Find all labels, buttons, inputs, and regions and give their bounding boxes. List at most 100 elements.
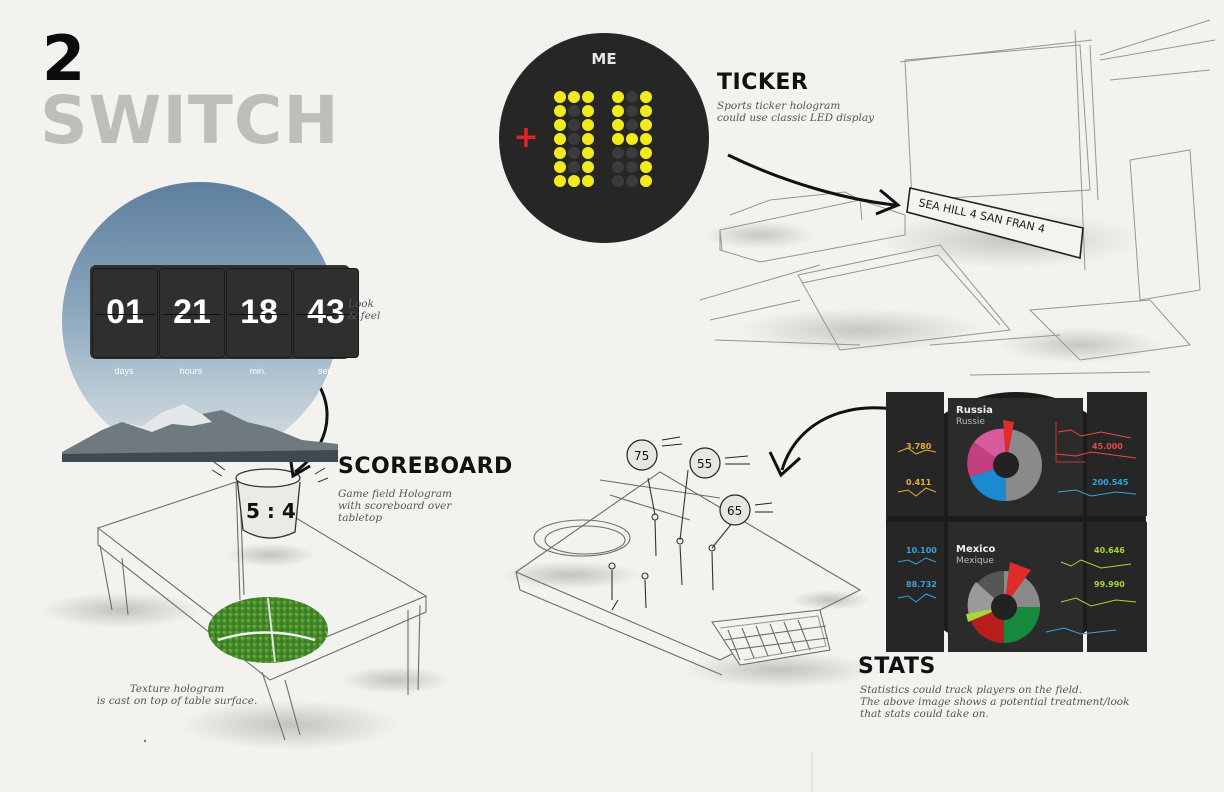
- scoreboard-caption-line-3: tabletop: [338, 512, 383, 524]
- stats-left-panel-bottom: [886, 522, 944, 652]
- countdown-min-unit: min.: [249, 366, 267, 376]
- mountain-image: [62, 404, 338, 462]
- stats-value-2b: 88.732: [906, 580, 937, 589]
- bubble-3: 65: [727, 504, 742, 518]
- led-dot: [582, 147, 594, 159]
- led-dot: [612, 161, 624, 173]
- led-dot: [612, 119, 624, 131]
- table-sketch: [40, 481, 450, 750]
- grass-texture: [208, 597, 328, 663]
- led-dot: [582, 175, 594, 187]
- countdown-look-and-feel: 01 21 18 43 days hours min. sec: [62, 182, 359, 462]
- stats-country-1: Russia: [956, 405, 993, 416]
- field-sketch: [500, 469, 875, 688]
- stats-country-2-alt: Mexique: [956, 556, 994, 566]
- countdown-days-unit: days: [114, 366, 134, 376]
- page-number: 2: [42, 22, 86, 95]
- led-sign: +: [513, 120, 538, 155]
- led-dot: [640, 119, 652, 131]
- stats-value-1b: 0.411: [906, 478, 932, 487]
- scoreboard-caption-line-1: Game field Hologram: [338, 488, 452, 500]
- stats-right-panel-bottom: [1087, 522, 1147, 652]
- ticker-caption-line-1: Sports ticker hologram: [717, 100, 841, 112]
- texture-caption: Texture hologram is cast on top of table…: [92, 683, 262, 707]
- countdown-days-value: 01: [106, 293, 144, 331]
- stats-caption-line-1: Statistics could track players on the fi…: [860, 684, 1083, 696]
- led-label: ME: [591, 50, 616, 68]
- led-dot: [554, 119, 566, 131]
- ticker-caption-line-2: could use classic LED display: [717, 112, 875, 124]
- led-dot: [554, 147, 566, 159]
- stats-value-2d: 99.990: [1094, 580, 1125, 589]
- led-dot: [640, 105, 652, 117]
- ticker-caption: Sports ticker hologram could use classic…: [717, 100, 874, 124]
- led-dot: [568, 91, 580, 103]
- stats-country-1-alt: Russie: [956, 417, 985, 427]
- led-dot: [640, 161, 652, 173]
- stats-graphics: [897, 420, 1137, 643]
- led-dot: [582, 119, 594, 131]
- countdown-sec-unit: sec: [317, 366, 332, 376]
- countdown-sec-value: 43: [307, 293, 345, 331]
- led-dot: [554, 105, 566, 117]
- led-dot: [640, 175, 652, 187]
- stats-country-2: Mexico: [956, 544, 996, 555]
- led-dot: [626, 133, 638, 145]
- stats-value-1c: 45.000: [1092, 442, 1123, 451]
- led-dot: [612, 147, 624, 159]
- led-ticker-display: ME +: [499, 33, 709, 243]
- countdown-tile-hours: 21: [159, 268, 225, 358]
- led-dot: [640, 133, 652, 145]
- led-dot: [554, 91, 566, 103]
- scoreboard-caption-line-2: with scoreboard over: [338, 500, 452, 512]
- led-dot: [626, 175, 638, 187]
- led-dot: [568, 175, 580, 187]
- stats-donut-mexico: [966, 562, 1040, 643]
- stats-dashboard: Russia Russie 3.780 0.411 45.000 200.545…: [886, 392, 1147, 652]
- stats-value-2a: 10.100: [906, 546, 937, 555]
- led-dot: [626, 105, 638, 117]
- look-note-line-1: Look: [348, 298, 374, 310]
- led-dot: [640, 91, 652, 103]
- led-dot: [626, 119, 638, 131]
- countdown-min-value: 18: [240, 293, 278, 331]
- bubble-2: 55: [697, 457, 712, 471]
- led-digits: [554, 91, 652, 187]
- led-dot: [612, 91, 624, 103]
- led-dot: [612, 175, 624, 187]
- led-dot: [554, 175, 566, 187]
- countdown-tile-sec: 43: [293, 268, 359, 358]
- look-and-feel-note: Look & feel: [348, 298, 380, 322]
- led-dot: [626, 147, 638, 159]
- led-dot: [612, 133, 624, 145]
- texture-caption-line-2: is cast on top of table surface.: [96, 695, 258, 707]
- ticker-heading: TICKER: [717, 70, 809, 95]
- led-dot: [554, 161, 566, 173]
- page-title: SWITCH: [40, 82, 340, 159]
- texture-caption-line-1: Texture hologram: [129, 683, 225, 695]
- look-note-line-2: & feel: [348, 310, 381, 322]
- scoreboard-hologram: 5 : 4: [211, 461, 329, 539]
- stats-value-2c: 40.646: [1094, 546, 1125, 555]
- stats-caption-line-3: that stats could take on.: [860, 708, 989, 720]
- scoreboard-caption: Game field Hologram with scoreboard over…: [338, 488, 452, 524]
- stats-caption: Statistics could track players on the fi…: [860, 684, 1130, 720]
- led-dot: [612, 105, 624, 117]
- led-dot: [568, 161, 580, 173]
- score-text: 5 : 4: [246, 499, 296, 523]
- led-dot: [568, 119, 580, 131]
- countdown-hours-value: 21: [173, 293, 211, 331]
- led-dot: [582, 105, 594, 117]
- bubble-1: 75: [634, 449, 649, 463]
- led-dot: [568, 147, 580, 159]
- led-dot: [568, 133, 580, 145]
- countdown-tile-days: 01: [92, 268, 158, 358]
- led-dot: [626, 161, 638, 173]
- scoreboard-heading: SCOREBOARD: [338, 454, 513, 479]
- stats-heading: STATS: [858, 654, 936, 679]
- player-bubbles: 75 55 65: [626, 436, 773, 526]
- stats-donut-russia: [967, 420, 1042, 502]
- stats-caption-line-2: The above image shows a potential treatm…: [860, 696, 1130, 708]
- countdown-hours-unit: hours: [179, 366, 203, 376]
- ticker-arrow: [727, 153, 896, 207]
